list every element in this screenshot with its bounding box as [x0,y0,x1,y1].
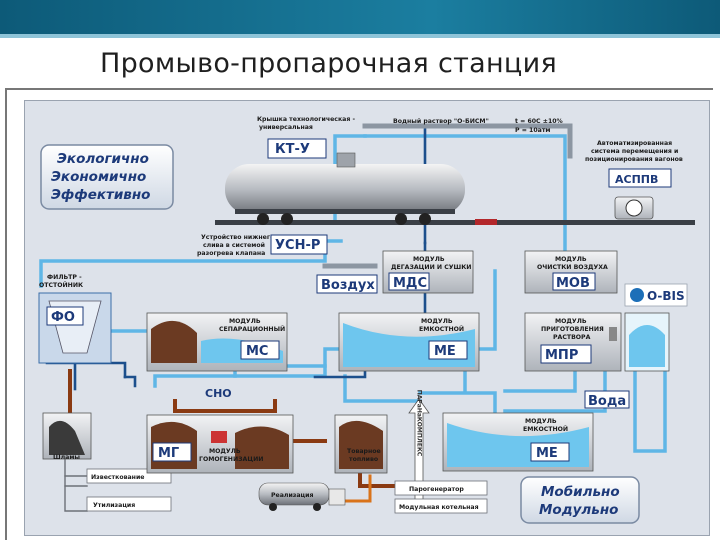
usn-desc-line-3: разогрева клапана [197,250,265,257]
temperature-label: t = 60С ±10% [515,118,563,125]
page-title: Промыво-пропарочная станция [100,48,558,79]
me-desc-line-1: МОДУЛЬ [421,318,453,325]
ms-desc-line-2: СЕПАРАЦИОННЫЙ [219,324,285,333]
me2-module: МОДУЛЬ ЕМКОСТНОЙ МЕ [442,412,594,472]
mpr-desc-line-3: РАСТВОРА [553,334,591,341]
mpr-desc-line-2: ПРИГОТОВЛЕНИЯ [541,326,604,333]
filter-fo-block: ФИЛЬТР - ОТСТОЙНИК ФО [38,274,112,364]
kt-u-code: КТ-У [275,142,310,157]
me2-desc-line-2: ЕМКОСТНОЙ [523,424,568,433]
eco-badge: Экологично Экономично Эффективно [40,144,174,210]
pipe-mid [153,269,497,388]
mds-code: МДС [393,276,427,291]
me-module: МОДУЛЬ ЕМКОСТНОЙ МЕ [338,312,480,372]
mov-desc-line-1: МОДУЛЬ [555,256,587,263]
mds-module: МОДУЛЬ ДЕГАЗАЦИИ И СУШКИ МДС [382,250,474,294]
fuel-label-line-1: Товарное [347,448,381,455]
boiler-label: Модульная котельная [399,504,479,511]
mg-module: МОДУЛЬ ГОМОГЕНИЗАЦИИ МГ [146,414,294,474]
usn-r-block: Устройство нижнего слива в системой разо… [197,233,328,257]
kt-u-block: Крышка технологическая - универсальная К… [257,116,355,159]
obis-logo: O-BIS [624,283,688,307]
obis-logo-text: O-BIS [647,289,685,303]
filter-desc-line-2: ОТСТОЙНИК [39,280,83,289]
badge-mobile: Мобильно [541,484,620,500]
top-banner-accent [0,34,720,38]
top-banner [0,0,720,34]
kt-u-desc-line-2: универсальная [259,124,313,131]
mov-desc-line-2: ОЧИСТКИ ВОЗДУХА [537,264,608,271]
mpr-desc-line-1: МОДУЛЬ [555,318,587,325]
usn-desc-line-2: слива в системой [203,241,265,249]
usn-desc-line-1: Устройство нижнего [201,233,274,241]
usn-r-code: УСН-Р [275,238,320,253]
badge-effective: Эффективно [51,187,150,203]
asppv-desc-line-3: позиционирования вагонов [585,156,683,163]
mov-module: МОДУЛЬ ОЧИСТКИ ВОЗДУХА МОВ [524,250,618,294]
realization-label: Реализация [271,492,313,499]
mds-desc-line-2: ДЕГАЗАЦИИ И СУШКИ [391,264,471,271]
asppv-desc-line-1: Автоматизированная [597,140,672,147]
pressure-label: P = 10атм [515,127,550,134]
mpr-module: МОДУЛЬ ПРИГОТОВЛЕНИЯ РАСТВОРА МПР [524,312,670,372]
rail-tank-car [215,152,695,225]
pipe-filter-to-usn [39,239,343,288]
asppv-desc-line-2: система перемещения и [591,148,678,155]
fo-code: ФО [51,310,75,325]
asppv-code: АСППВ [615,173,658,186]
mobile-badge: Мобильно Модульно [520,476,640,524]
fuel-module: Товарное топливо [334,414,388,474]
steam-generator-label: Парогенератор [409,486,464,493]
me-desc-line-2: ЕМКОСТНОЙ [419,324,464,333]
ms-code: МС [246,344,268,359]
process-diagram: Крышка технологическая - универсальная К… [38,116,695,524]
mov-code: МОВ [556,276,590,291]
water-label: Вода [588,394,626,409]
mg-desc-line-1: МОДУЛЬ [209,448,241,455]
water-solution-label: Водный раствор "О-БИСМ" [393,117,489,125]
sludge-label: Шламы [53,454,80,461]
badge-modular: Модульно [539,502,618,518]
fuel-label-line-2: топливо [349,456,378,463]
steam-generator-block: Парогенератор Модульная котельная [394,480,488,514]
diagram-panel: Крышка технологическая - универсальная К… [24,100,710,536]
me-code: МЕ [434,344,456,359]
air-label: Воздух [321,278,375,293]
liming-label: Известкование [91,474,145,481]
sludge-block: Шламы Известкование Утилизация [42,412,172,512]
kt-u-desc-line-1: Крышка технологическая - [257,116,355,123]
steam-vertical-label: ПАРаНаКОМПЛЕКС [416,390,423,457]
me2-desc-line-1: МОДУЛЬ [525,418,557,425]
filter-desc-line-1: ФИЛЬТР - [47,274,82,281]
mpr-code: МПР [545,348,578,363]
me2-code: МЕ [536,446,558,461]
pipe-fuel [343,474,372,503]
badge-economical: Экономично [51,169,146,185]
ms-desc-line-1: МОДУЛЬ [229,318,261,325]
badge-ecological: Экологично [57,151,149,167]
mds-desc-line-1: МОДУЛЬ [413,256,445,263]
sno-label: СНО [205,387,232,400]
pipe-right-loop [633,359,667,453]
mg-desc-line-2: ГОМОГЕНИЗАЦИИ [199,456,263,463]
pipe-top-right [363,134,567,273]
ms-module: МОДУЛЬ СЕПАРАЦИОННЫЙ МС [146,312,288,372]
pipe-mpr-down [503,354,607,413]
utilization-label: Утилизация [93,502,135,509]
asppv-block: Автоматизированная система перемещения и… [585,140,683,220]
mg-code: МГ [158,446,179,461]
truck-realization: Реализация [258,482,346,511]
slide-frame [5,88,713,540]
